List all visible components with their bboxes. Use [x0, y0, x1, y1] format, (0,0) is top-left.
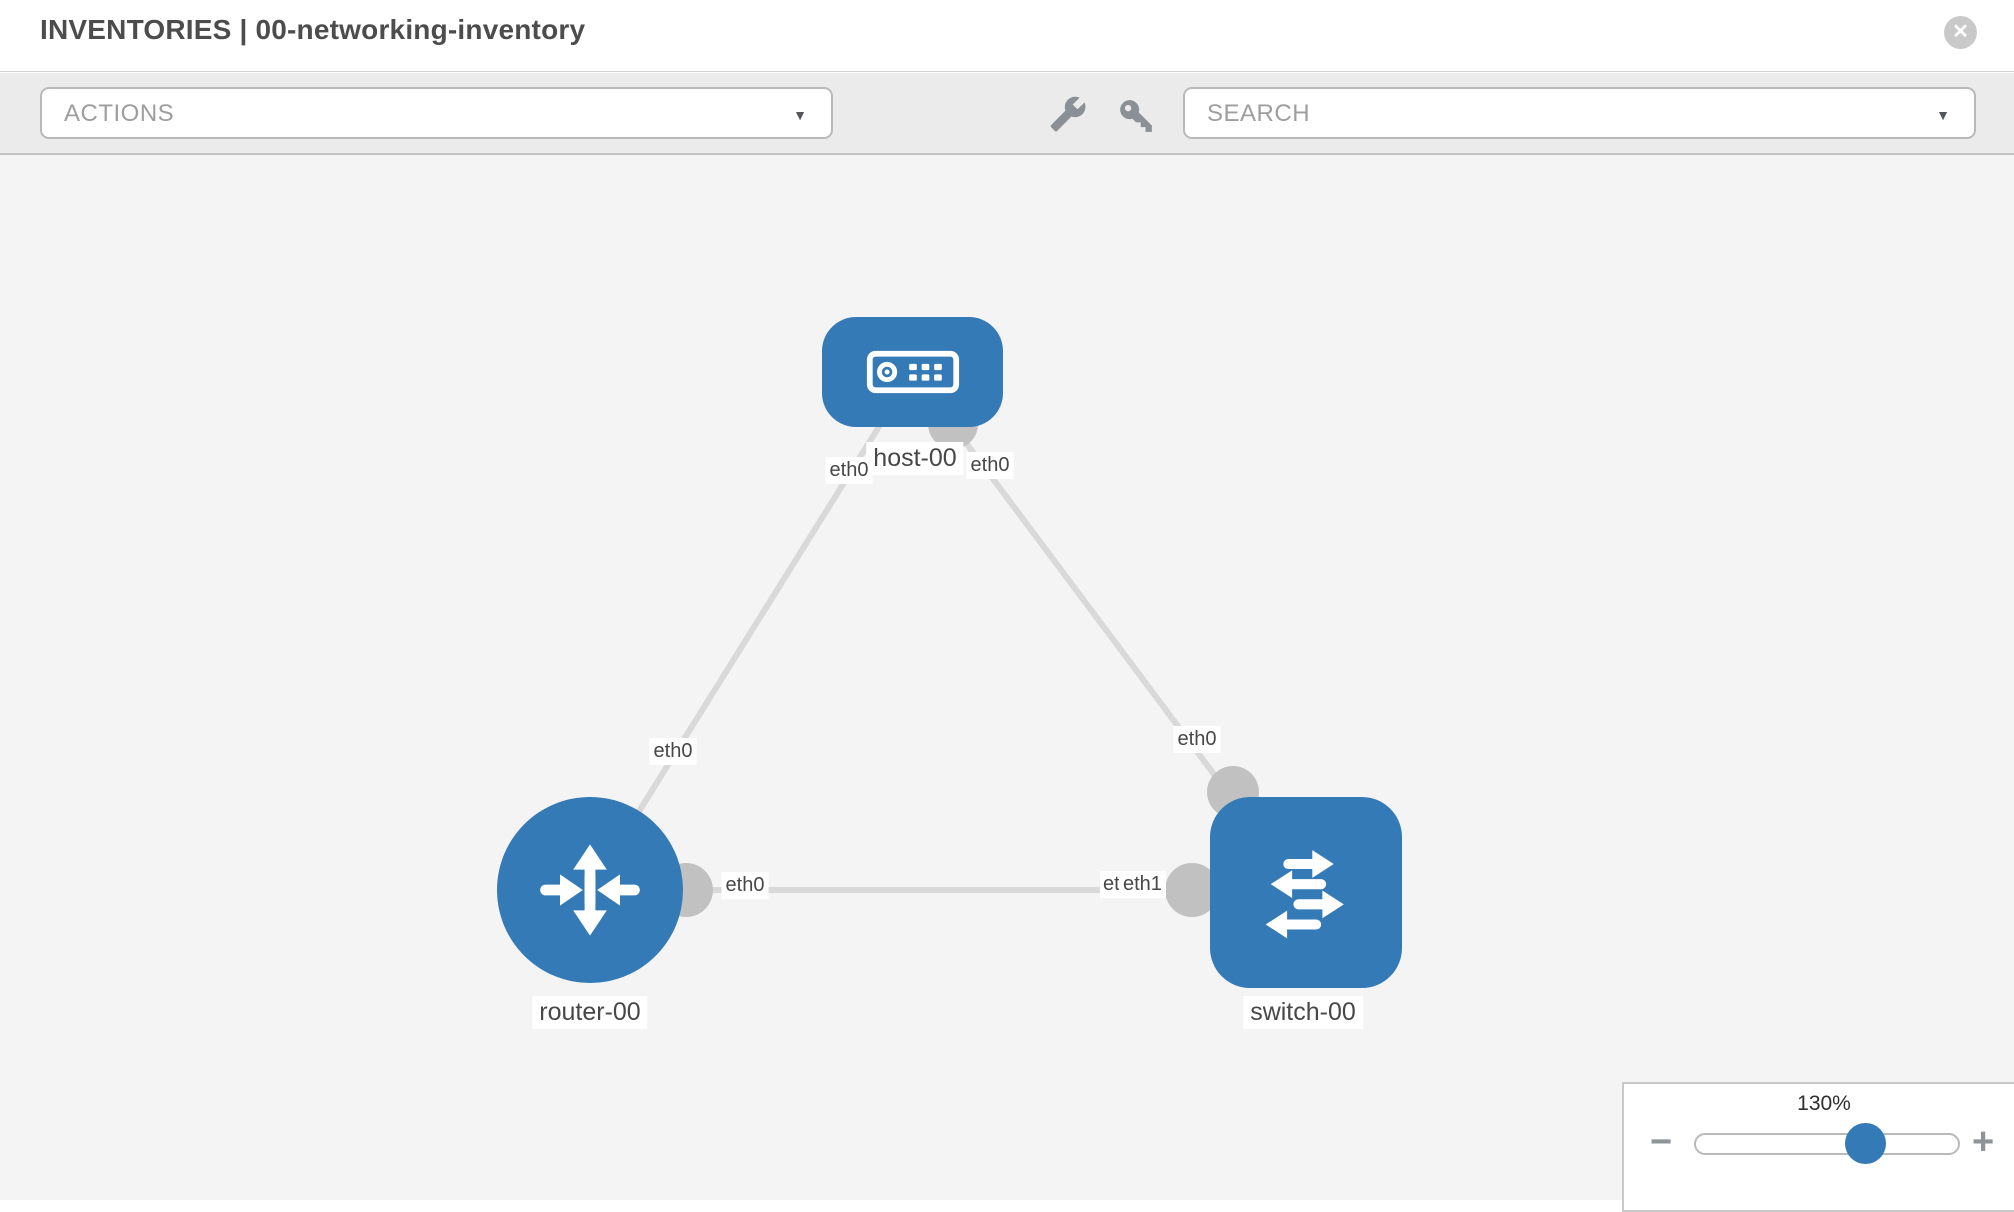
zoom-panel: 130% − +: [1622, 1082, 2014, 1212]
node-host-00[interactable]: [822, 317, 1003, 427]
page-header: INVENTORIES | 00-networking-inventory ✕: [0, 0, 2014, 72]
host-icon: [866, 350, 959, 394]
switch-icon: [1265, 849, 1344, 938]
router-icon: [540, 844, 640, 936]
node-switch-00[interactable]: [1210, 797, 1402, 988]
topology-canvas[interactable]: [0, 155, 2014, 1200]
chevron-down-icon: ▼: [793, 107, 807, 123]
zoom-in-button[interactable]: +: [1972, 1121, 1995, 1163]
if-label-switch-to-host: eth0: [1173, 726, 1221, 753]
zoom-level: 130%: [1797, 1092, 1851, 1115]
node-label-router: router-00: [532, 996, 648, 1029]
if-label-switch-to-router: eth1: [1119, 871, 1166, 898]
if-label-host-to-router: eth0: [825, 457, 873, 484]
chevron-down-icon: ▼: [1936, 107, 1950, 123]
zoom-slider-knob[interactable]: [1845, 1123, 1886, 1164]
actions-dropdown[interactable]: ACTIONS ▼: [40, 87, 833, 139]
node-label-switch: switch-00: [1243, 996, 1363, 1029]
node-label-host: host-00: [866, 442, 964, 475]
close-icon[interactable]: ✕: [1944, 16, 1977, 49]
if-label-host-to-switch: eth0: [966, 452, 1014, 479]
actions-dropdown-label: ACTIONS: [64, 100, 175, 127]
key-icon[interactable]: [1117, 97, 1155, 135]
wrench-icon[interactable]: [1049, 95, 1087, 133]
node-router-00[interactable]: [497, 797, 683, 983]
page-title: INVENTORIES | 00-networking-inventory: [40, 14, 586, 45]
search-dropdown[interactable]: SEARCH ▼: [1183, 87, 1976, 139]
if-label-router-to-switch: eth0: [721, 872, 769, 899]
search-dropdown-label: SEARCH: [1207, 100, 1311, 127]
zoom-out-button[interactable]: −: [1650, 1121, 1673, 1163]
toolbar: ACTIONS ▼ SEARCH ▼: [0, 73, 2014, 155]
zoom-slider-track[interactable]: [1694, 1133, 1960, 1155]
if-label-router-to-host: eth0: [649, 738, 697, 765]
